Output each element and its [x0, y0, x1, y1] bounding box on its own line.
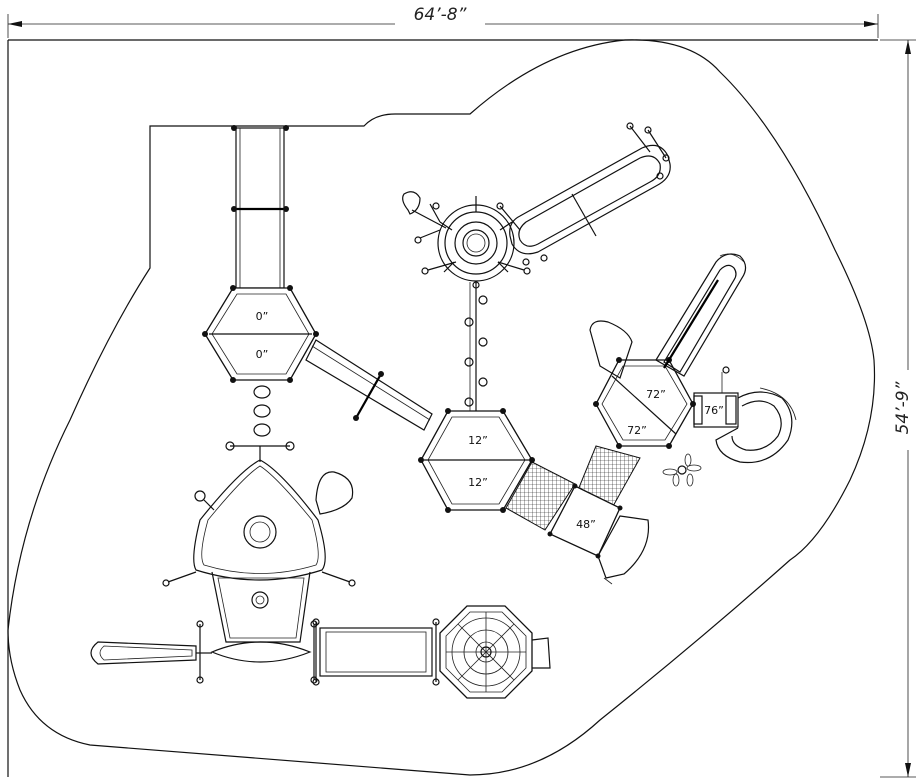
deck-hex-left: 0” 0” — [202, 285, 319, 383]
tube-slide — [655, 253, 747, 377]
depth-dimension-label: 54’-9” — [893, 381, 913, 434]
deck-right-top-height: 72” — [646, 388, 666, 401]
spiral-slide: 76” — [693, 366, 797, 464]
left-ramp — [231, 125, 289, 289]
site-outline-rect — [7, 39, 878, 777]
mini-spinner — [662, 453, 702, 487]
vertical-climber — [464, 282, 488, 411]
rock-climber — [597, 515, 650, 585]
octagon-web-dome — [439, 605, 551, 699]
net-walkway — [211, 571, 311, 643]
climbing-tunnel — [496, 122, 671, 266]
use-zone-boundary — [7, 39, 876, 776]
width-dimension-label: 64’-8” — [414, 5, 467, 25]
spinner-unit — [402, 191, 531, 289]
width-dimension: 64’-8” — [7, 5, 879, 38]
depth-dimension: 54’-9” — [880, 39, 919, 778]
net-panel-upper — [589, 320, 633, 379]
stepping-pods — [253, 385, 271, 437]
slide-landing-height: 76” — [704, 404, 724, 417]
deck-hex-center: 12” 12” — [418, 408, 535, 513]
oval-net-pod — [196, 620, 318, 684]
deck-center-top-height: 12” — [468, 434, 488, 447]
deck-48-height: 48” — [576, 518, 596, 531]
deck-center-bottom-height: 12” — [468, 476, 488, 489]
net-bridge-lower — [505, 461, 576, 531]
deck-left-bottom-height: 0” — [256, 348, 269, 361]
deck-square-48: 48” — [547, 483, 623, 559]
straight-slide — [90, 641, 212, 665]
horizontal-ladder — [312, 618, 440, 686]
deck-right-bottom-height: 72” — [627, 424, 647, 437]
deck-hex-right: 72” 72” — [593, 357, 696, 449]
bridge-left-center — [305, 339, 433, 431]
spider-net-climber — [162, 441, 356, 587]
deck-left-top-height: 0” — [256, 310, 269, 323]
